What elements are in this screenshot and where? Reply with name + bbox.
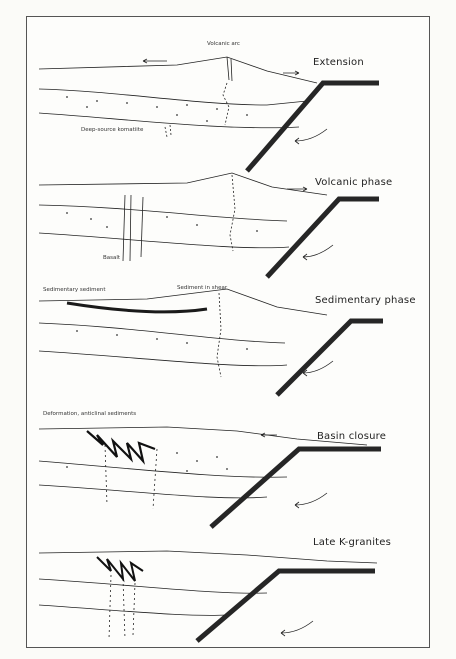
surface-line	[39, 173, 327, 195]
note-komatiite: Deep-source komatiite	[81, 127, 143, 134]
note-basalt: Basalt	[103, 255, 120, 262]
note-volcanic-arc: Volcanic arc	[207, 41, 240, 48]
basin-line	[39, 579, 267, 593]
subducting-slab	[277, 321, 383, 395]
panel-late-k-granites: Late K-granites	[27, 535, 431, 645]
fold-structure	[97, 557, 143, 581]
basin-line	[39, 205, 287, 221]
late-k-granites-diagram	[27, 535, 431, 645]
crust-base-line	[39, 605, 227, 615]
panel-basin-closure: Basin closure Deformation, anticlinal se…	[27, 405, 431, 525]
surface-line	[39, 551, 377, 563]
phase-label-basin-closure: Basin closure	[317, 431, 386, 442]
basin-closure-diagram	[27, 405, 431, 525]
subducting-slab	[211, 449, 381, 527]
basin-line	[39, 323, 285, 343]
panel-extension: Extension Volcanic arc Deep-source komat…	[27, 35, 431, 155]
note-sediment-shear: Sediment in shear	[177, 285, 227, 292]
crust-base-line	[39, 233, 289, 248]
basin-line	[39, 89, 307, 105]
phase-label-volcanic: Volcanic phase	[315, 177, 392, 188]
extension-diagram	[27, 35, 431, 155]
sediment-layer	[67, 303, 207, 312]
basin-line	[39, 461, 287, 477]
note-sediment: Sedimentary sediment	[43, 287, 106, 294]
subducting-slab	[247, 83, 379, 171]
fold-structure	[87, 431, 155, 461]
panel-volcanic: Volcanic phase Basalt	[27, 165, 431, 275]
surface-line	[39, 57, 317, 83]
panel-sedimentary: Sedimentary phase Sedimentary sediment S…	[27, 285, 431, 395]
phase-label-sedimentary: Sedimentary phase	[315, 295, 416, 306]
crust-base-line	[39, 113, 299, 128]
subducting-slab	[197, 571, 375, 641]
figure-frame: Extension Volcanic arc Deep-source komat…	[26, 16, 430, 648]
subducting-slab	[267, 199, 379, 277]
note-deformation: Deformation, anticlinal sediments	[43, 411, 136, 418]
phase-label-late-k-granites: Late K-granites	[313, 537, 391, 548]
crust-base-line	[39, 485, 267, 498]
crust-base-line	[39, 351, 287, 366]
phase-label-extension: Extension	[313, 57, 364, 68]
